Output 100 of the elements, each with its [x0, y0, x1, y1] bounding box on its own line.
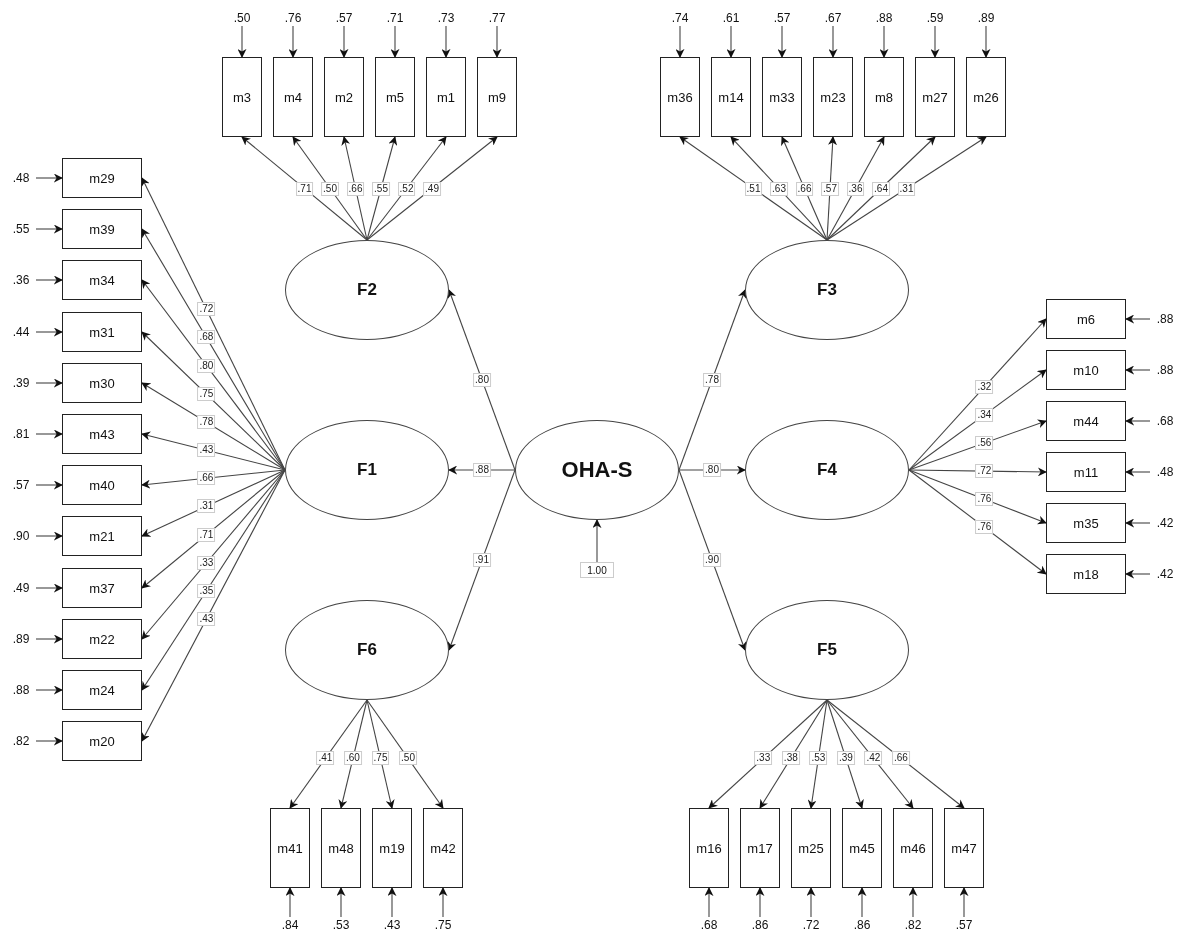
- indicator-box: m44: [1046, 401, 1126, 441]
- arrow: [908, 469, 1047, 525]
- factor-ellipse: F2: [285, 240, 449, 340]
- path-coefficient: .64: [872, 181, 890, 196]
- arrow: [981, 25, 991, 58]
- arrow: [35, 224, 63, 234]
- arrow: [35, 480, 63, 490]
- error-value: .53: [327, 917, 355, 933]
- path-coefficient: .68: [197, 330, 216, 345]
- error-value: .88: [870, 10, 898, 26]
- arrow: [759, 699, 828, 809]
- error-value: .61: [717, 10, 745, 26]
- arrow: [908, 369, 1047, 471]
- error-value: .74: [666, 10, 694, 26]
- arrow: [141, 469, 286, 742]
- arrow: [35, 429, 63, 439]
- error-value: .82: [6, 733, 36, 749]
- arrow: [592, 519, 602, 563]
- path-coefficient: .51: [744, 181, 763, 196]
- arrow: [806, 887, 816, 918]
- error-value: .82: [899, 917, 927, 933]
- path-coefficient: .38: [781, 751, 800, 766]
- error-value: .36: [6, 272, 36, 288]
- error-value: .73: [432, 10, 460, 26]
- path-coefficient: .63: [770, 181, 788, 196]
- indicator-box: m27: [915, 57, 955, 137]
- arrow: [35, 275, 63, 285]
- arrow: [141, 382, 286, 471]
- indicator-box: m24: [62, 670, 142, 710]
- arrow: [35, 378, 63, 388]
- arrow: [857, 887, 867, 918]
- indicator-box: m3: [222, 57, 262, 137]
- path-coefficient: .56: [975, 436, 994, 451]
- arrow: [366, 136, 447, 241]
- arrow: [292, 136, 368, 241]
- arrow: [675, 25, 685, 58]
- arrow: [339, 25, 349, 58]
- path-coefficient: .33: [197, 555, 216, 570]
- path-coefficient: .76: [975, 520, 994, 535]
- indicator-box: m18: [1046, 554, 1126, 594]
- arrow: [879, 25, 889, 58]
- factor-ellipse: F1: [285, 420, 449, 520]
- arrow: [826, 136, 837, 241]
- path-coefficient: .72: [197, 302, 216, 317]
- error-value: .42: [1150, 566, 1180, 582]
- path-coefficient: .71: [295, 181, 314, 196]
- indicator-box: m25: [791, 808, 831, 888]
- arrow: [730, 136, 828, 241]
- arrow: [35, 173, 63, 183]
- error-value: .43: [378, 917, 406, 933]
- arrow: [807, 699, 828, 809]
- factor-ellipse: F3: [745, 240, 909, 340]
- error-value: .68: [1150, 413, 1180, 429]
- indicator-box: m34: [62, 260, 142, 300]
- path-coefficient: .66: [795, 181, 814, 196]
- error-value: .76: [279, 10, 307, 26]
- arrow: [441, 25, 451, 58]
- arrow: [387, 887, 397, 918]
- arrow: [141, 331, 286, 471]
- path-coefficient: .78: [703, 373, 721, 387]
- arrow: [141, 469, 286, 489]
- arrow: [35, 685, 63, 695]
- indicator-box: m33: [762, 57, 802, 137]
- error-value: .84: [276, 917, 304, 933]
- error-value: .57: [330, 10, 358, 26]
- indicator-box: m17: [740, 808, 780, 888]
- indicator-box: m6: [1046, 299, 1126, 339]
- error-value: .42: [1150, 515, 1180, 531]
- path-coefficient: .34: [975, 408, 994, 422]
- path-coefficient: .52: [397, 181, 416, 196]
- indicator-box: m47: [944, 808, 984, 888]
- arrow: [678, 289, 747, 471]
- error-value: .88: [6, 682, 36, 698]
- path-coefficient: .80: [703, 463, 721, 477]
- error-value: .88: [1150, 311, 1180, 327]
- arrow: [390, 25, 400, 58]
- path-coefficient: .76: [975, 492, 994, 507]
- arrow: [447, 289, 516, 471]
- arrow: [341, 136, 368, 241]
- error-value: .49: [6, 580, 36, 596]
- indicator-box: m22: [62, 619, 142, 659]
- arrow: [237, 25, 247, 58]
- arrow: [1125, 518, 1151, 528]
- arrow: [141, 469, 286, 589]
- indicator-box: m30: [62, 363, 142, 403]
- path-coefficient: .41: [316, 751, 335, 766]
- indicator-box: m8: [864, 57, 904, 137]
- path-coefficient: .53: [809, 751, 828, 766]
- path-coefficient: .80: [197, 358, 216, 373]
- arrow: [908, 318, 1047, 471]
- factor-ellipse: F5: [745, 600, 909, 700]
- path-coefficient: .32: [975, 379, 994, 394]
- arrow: [826, 136, 987, 241]
- arrow: [289, 699, 368, 809]
- error-value: .50: [228, 10, 256, 26]
- arrow: [285, 887, 295, 918]
- path-coefficient: .66: [197, 471, 216, 486]
- error-value: .59: [921, 10, 949, 26]
- path-coefficient: .72: [975, 464, 994, 479]
- path-coefficient: .78: [197, 415, 216, 430]
